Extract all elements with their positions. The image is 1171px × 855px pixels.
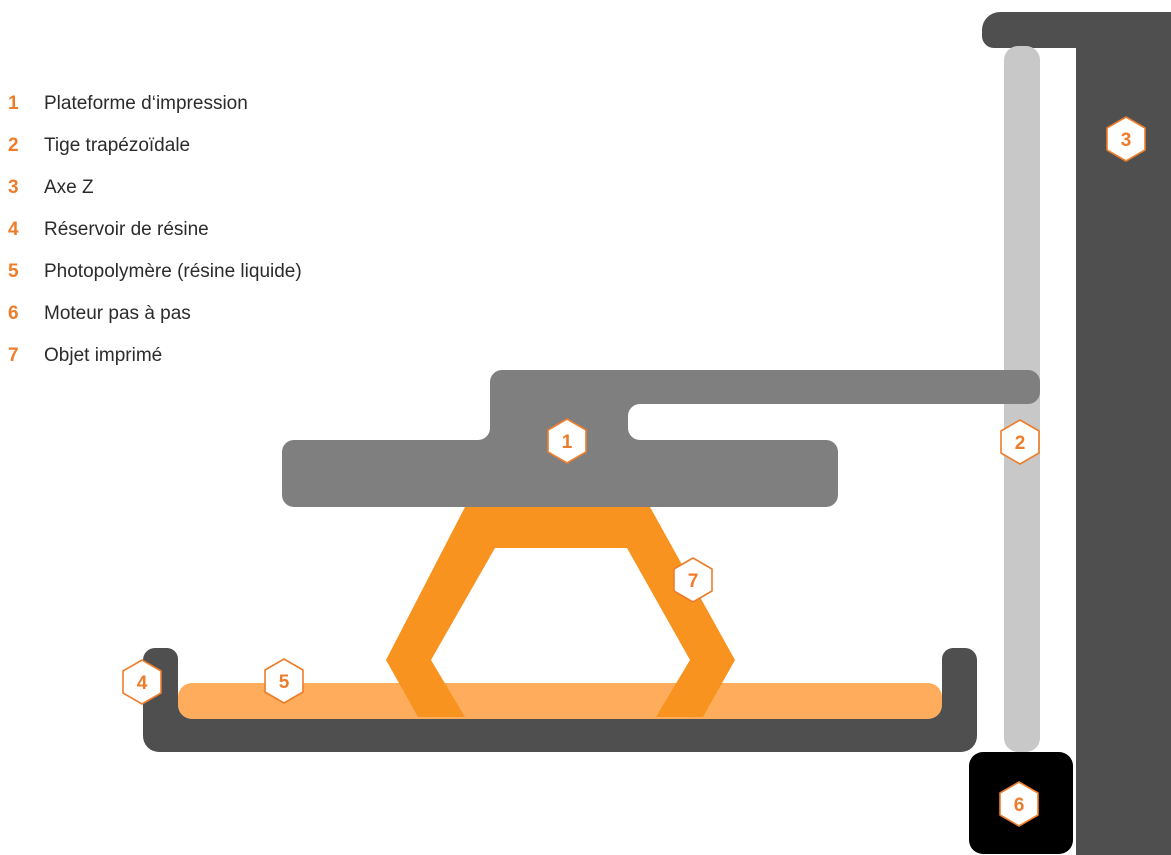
hexagon-badge <box>264 658 304 704</box>
callout-number: 3 <box>1121 130 1132 151</box>
legend-item-print-platform: 1 Plateforme d‘impression <box>0 83 302 125</box>
legend-label: Photopolymère (résine liquide) <box>44 261 302 282</box>
callout-2: 2 <box>1000 419 1040 465</box>
hexagon-badge <box>1000 419 1040 465</box>
hexagon-badge <box>1106 116 1146 162</box>
legend-label: Objet imprimé <box>44 345 163 366</box>
hexagon-badge <box>122 659 162 705</box>
resin-tank-shape <box>143 648 977 752</box>
callout-number: 1 <box>562 432 573 453</box>
callout-number: 4 <box>137 673 148 694</box>
legend-label: Plateforme d‘impression <box>44 93 248 114</box>
legend-item-printed-object: 7 Objet imprimé <box>0 335 302 377</box>
callout-6: 6 <box>999 781 1039 827</box>
callout-number: 6 <box>1014 795 1025 816</box>
legend-item-z-axis: 3 Axe Z <box>0 167 302 209</box>
legend-label: Moteur pas à pas <box>44 303 191 324</box>
callout-7: 7 <box>673 557 713 603</box>
legend-label: Tige trapézoïdale <box>44 135 191 156</box>
legend-label: Réservoir de résine <box>44 219 209 240</box>
legend-number: 3 <box>8 177 19 198</box>
legend-item-resin-tank: 4 Réservoir de résine <box>0 209 302 251</box>
resin-liquid <box>178 683 942 719</box>
z-axis-column <box>982 12 1171 855</box>
callout-number: 7 <box>688 571 699 592</box>
legend-number: 7 <box>8 345 19 366</box>
legend-item-stepper-motor: 6 Moteur pas à pas <box>0 293 302 335</box>
legend-item-lead-screw: 2 Tige trapézoïdale <box>0 125 302 167</box>
hexagon-badge <box>999 781 1039 827</box>
callout-number: 5 <box>279 672 290 693</box>
callout-3: 3 <box>1106 116 1146 162</box>
legend-label: Axe Z <box>44 177 94 198</box>
callout-4: 4 <box>122 659 162 705</box>
legend-number: 4 <box>8 219 19 240</box>
hexagon-badge <box>673 557 713 603</box>
legend-number: 2 <box>8 135 19 156</box>
callout-5: 5 <box>264 658 304 704</box>
callout-1: 1 <box>547 418 587 464</box>
legend: 1 Plateforme d‘impression 2 Tige trapézo… <box>0 83 302 377</box>
callout-number: 2 <box>1015 433 1026 454</box>
legend-number: 6 <box>8 303 19 324</box>
legend-item-photopolymer: 5 Photopolymère (résine liquide) <box>0 251 302 293</box>
legend-number: 1 <box>8 93 19 114</box>
legend-number: 5 <box>8 261 19 282</box>
printed-object-shape <box>386 507 735 717</box>
z-axis-frame <box>982 12 1171 855</box>
hexagon-badge <box>547 418 587 464</box>
print-platform-shape <box>282 370 1040 507</box>
